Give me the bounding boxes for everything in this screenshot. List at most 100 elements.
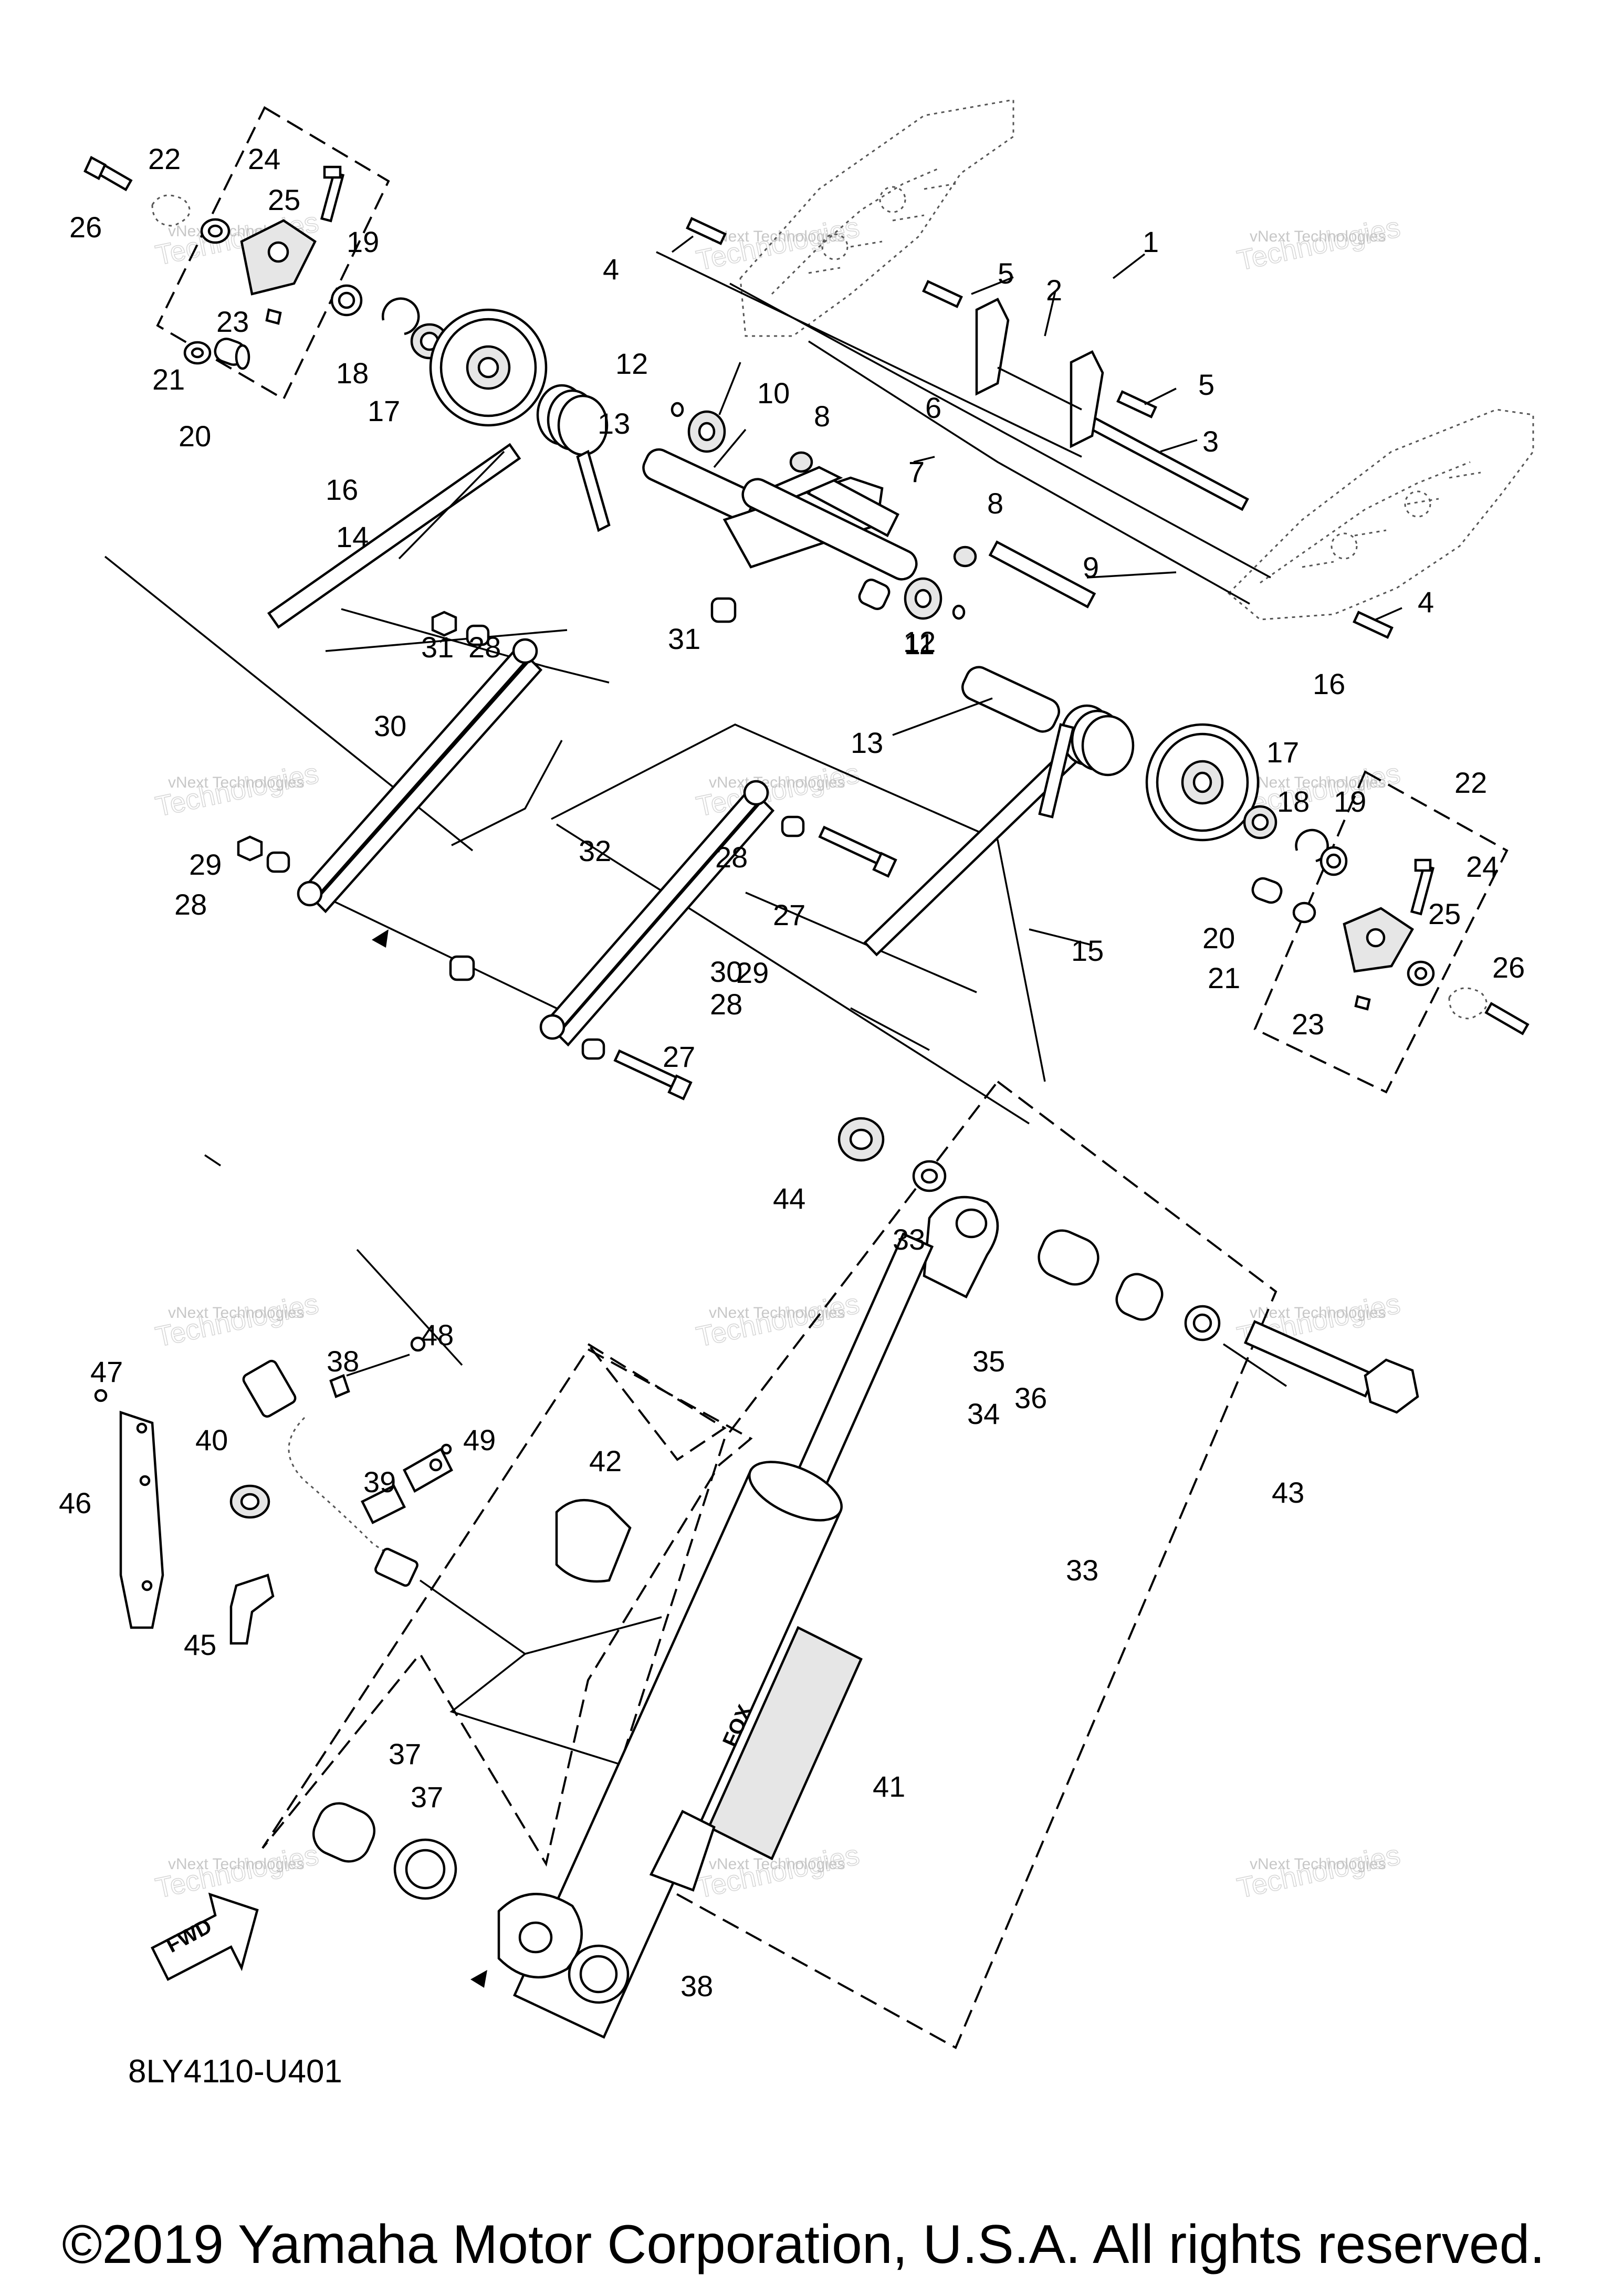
washer-39 — [229, 1484, 270, 1519]
callout-32: 32 — [579, 834, 611, 867]
shock-eye-top — [923, 1196, 999, 1299]
copyright-notice: ©2019 Yamaha Motor Corporation, U.S.A. A… — [62, 2214, 1545, 2275]
assembly-lines — [104, 251, 1287, 1970]
callout-28: 28 — [715, 841, 748, 874]
callout-8: 8 — [814, 400, 830, 433]
callout-35: 35 — [972, 1345, 1005, 1378]
wheel-16-right — [1145, 723, 1260, 842]
callout-45: 45 — [184, 1628, 216, 1661]
watermark-line1: vNext Technologies — [709, 228, 845, 245]
bracket-22-right — [1343, 907, 1414, 973]
callout-39: 39 — [363, 1465, 396, 1498]
collar-34 — [1115, 1273, 1164, 1321]
callout-6: 6 — [925, 391, 941, 424]
bushing-8 — [789, 451, 977, 568]
stay-45 — [119, 1410, 164, 1629]
watermark-line2: Technologies — [153, 758, 321, 823]
bolt-27 — [613, 825, 897, 1100]
bolt-4 — [686, 217, 1394, 639]
callout-12: 12 — [903, 625, 936, 658]
callout-27: 27 — [663, 1040, 695, 1073]
callout-40: 40 — [195, 1423, 228, 1456]
callout-28: 28 — [468, 631, 501, 664]
bolt-26-right — [1448, 987, 1530, 1035]
callout-48: 48 — [421, 1318, 454, 1351]
callout-11: 11 — [904, 627, 935, 661]
collar-28 — [266, 624, 805, 1060]
collar-21-right — [1292, 901, 1316, 924]
callout-38: 38 — [680, 1969, 713, 2003]
shock-collars — [312, 1117, 1419, 2004]
callout-37: 37 — [389, 1737, 421, 1770]
callout-23: 23 — [1292, 1008, 1324, 1041]
watermark-line1: vNext Technologies — [709, 1304, 845, 1322]
arm-6-7 — [722, 466, 918, 581]
callout-20: 20 — [179, 420, 211, 453]
callout-14: 14 — [336, 520, 369, 553]
dashed-group-boxes — [156, 106, 1509, 2049]
bolt-24-left — [320, 165, 345, 223]
callout-29: 29 — [189, 848, 222, 881]
watermark-line2: Technologies — [694, 1288, 862, 1353]
callout-41: 41 — [873, 1770, 905, 1803]
callout-10: 10 — [757, 376, 790, 410]
bushing-36 — [312, 1802, 376, 1863]
callout-28: 28 — [710, 988, 742, 1021]
callout-13: 13 — [851, 726, 883, 759]
shock-eye-bottom — [497, 1893, 583, 1979]
callout-4: 4 — [603, 253, 619, 286]
clamp-44 — [229, 1574, 275, 1645]
torsion-spring-14 — [267, 384, 611, 629]
watermark-line2: Technologies — [153, 1288, 321, 1353]
frame-rail-bottom — [1227, 408, 1534, 621]
callout-46: 46 — [59, 1486, 91, 1519]
bolt-26-left — [83, 155, 191, 227]
callout-21: 21 — [1208, 961, 1240, 994]
bearing-17-right — [1243, 805, 1277, 840]
arrow-markers — [372, 929, 487, 1988]
callout-24: 24 — [1466, 850, 1499, 883]
clip-18-left — [382, 297, 420, 336]
callout-4: 4 — [1418, 585, 1434, 618]
callout-47: 47 — [90, 1355, 123, 1388]
sensor-connector-38-lower — [360, 1484, 406, 1525]
callout-3: 3 — [1202, 425, 1219, 458]
collar-21-left — [183, 341, 212, 365]
washer-33-lower — [1184, 1305, 1221, 1341]
frame-rail-top — [739, 99, 1014, 337]
bushing-10-11 — [687, 410, 942, 620]
callout-5: 5 — [998, 257, 1014, 290]
pin-9 — [988, 540, 1096, 609]
callout-49: 49 — [463, 1423, 496, 1456]
sensor-connector-38-upper — [242, 1354, 410, 1418]
shock-absorber-32: FOX — [497, 1196, 999, 2039]
callout-28: 28 — [174, 888, 207, 921]
callout-25: 25 — [1428, 897, 1461, 930]
collar-37-upper — [393, 1838, 457, 1900]
plug-connector — [374, 1547, 418, 1587]
callout-20: 20 — [1202, 921, 1235, 955]
callout-31: 31 — [421, 631, 454, 664]
bracket-22-left — [240, 219, 317, 296]
watermark-line2: Technologies — [694, 1839, 862, 1904]
nut-43 — [837, 1117, 885, 1162]
callout-9: 9 — [1083, 551, 1099, 584]
callout-15: 15 — [1071, 934, 1104, 967]
shock-body-40: FOX — [513, 1461, 863, 2039]
callout-19: 19 — [347, 225, 379, 258]
watermark-line1: vNext Technologies — [1250, 228, 1386, 245]
right-hardware — [1145, 723, 1530, 1035]
bracket-1-2 — [975, 297, 1104, 448]
callout-leaders — [398, 235, 1402, 946]
collar-20-right — [1251, 877, 1283, 904]
callout-21: 21 — [152, 363, 185, 396]
collar-25-left — [200, 218, 231, 244]
callout-36: 36 — [1014, 1381, 1047, 1414]
watermark-line1: vNext Technologies — [709, 1855, 845, 1873]
clamp-41 — [555, 1498, 632, 1583]
callout-42: 42 — [589, 1444, 622, 1477]
cross-shaft-13 — [642, 448, 1060, 733]
callout-13: 13 — [598, 407, 630, 440]
watermark-line2: Technologies — [694, 758, 862, 823]
wheel-16-left — [429, 308, 548, 427]
